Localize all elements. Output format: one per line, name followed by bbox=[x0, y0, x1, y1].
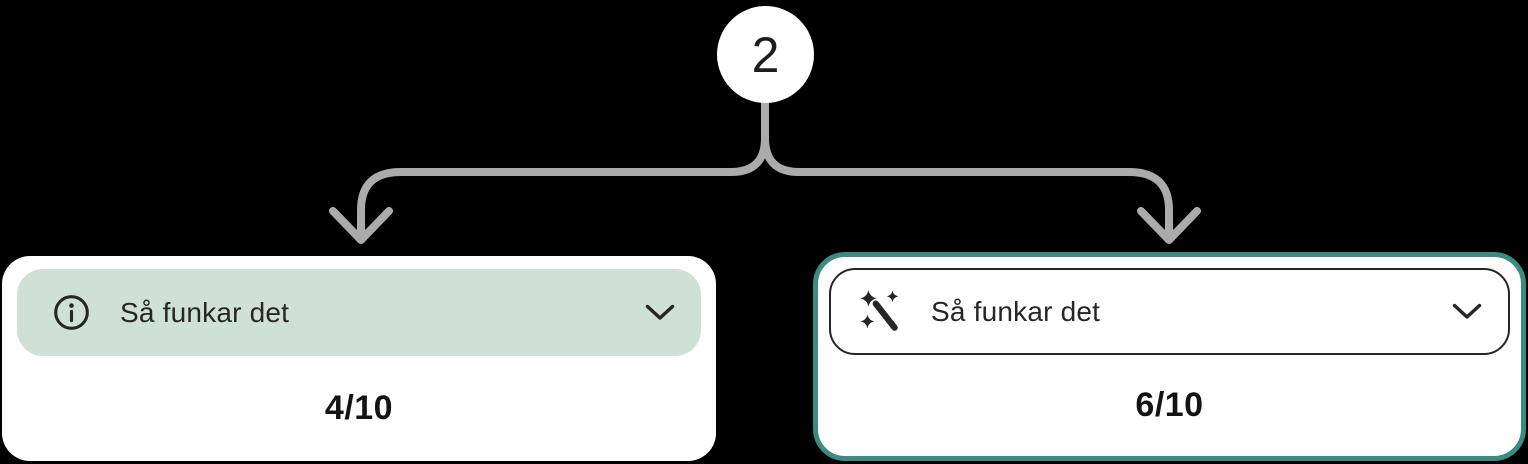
chevron-down-icon bbox=[645, 304, 675, 321]
accordion-header-info[interactable]: Så funkar det bbox=[17, 269, 701, 356]
score-area: 6/10 bbox=[829, 355, 1510, 456]
info-icon bbox=[53, 294, 90, 331]
accordion-header-label: Så funkar det bbox=[931, 295, 1101, 327]
arrow-to-right-card bbox=[761, 100, 1201, 244]
score-value: 4/10 bbox=[324, 389, 394, 427]
card-magic-variant: Så funkar det 6/10 bbox=[813, 252, 1526, 461]
step-number: 2 bbox=[751, 26, 780, 83]
arrow-to-left-card bbox=[329, 100, 769, 244]
card-info-variant: Så funkar det 4/10 bbox=[2, 256, 716, 461]
magic-wand-icon bbox=[858, 289, 904, 335]
accordion-header-magic[interactable]: Så funkar det bbox=[829, 268, 1510, 355]
accordion-header-label: Så funkar det bbox=[120, 296, 290, 328]
step-number-badge: 2 bbox=[717, 6, 814, 103]
score-area: 4/10 bbox=[17, 356, 701, 461]
score-value: 6/10 bbox=[1135, 386, 1204, 424]
chevron-down-icon bbox=[1452, 303, 1482, 320]
